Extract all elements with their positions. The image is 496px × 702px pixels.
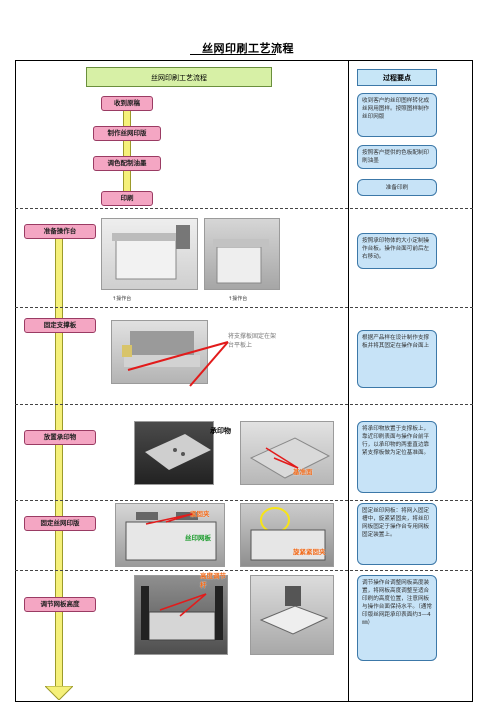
label-height-lever: 高度调节杆 [200, 572, 226, 589]
note-receive-draft: 收到客户的丝印图样转化成丝网用图样。按照图样制作丝印网版 [357, 93, 437, 137]
section-divider [15, 307, 473, 308]
process-arrow-head [45, 686, 73, 700]
note-place-substrate: 将承印物放置于支撑板上，靠近印刷表面与操作台前平行，以承印物的两垂直边靠紧支撑板… [357, 421, 437, 493]
label-screen-plate: 丝印网板 [185, 534, 211, 542]
step-fix-support: 固定支撑板 [24, 318, 96, 333]
note-prepare-print: 准备印刷 [357, 179, 437, 196]
photo-height-a [134, 575, 228, 655]
step-receive-draft: 收到原稿 [101, 96, 153, 111]
label-clamp: 紧固夹 [190, 510, 210, 518]
step-adjust-height: 调节网板高度 [24, 597, 96, 612]
step-make-screen: 制作丝网印版 [93, 126, 161, 141]
overview-arrow [123, 98, 131, 203]
photo-screen-b [240, 503, 334, 567]
title-underline [190, 54, 276, 55]
lever-arrows [159, 593, 207, 617]
page-title: 丝网印刷工艺流程 [202, 42, 294, 55]
caption-table-b-text: 操作台 [232, 296, 248, 302]
step-place-substrate: 放置承印物 [24, 430, 96, 445]
photo-height-b [250, 575, 334, 655]
note-adjust-height: 调节操作台调整网板高度装置，将网板高度调整至适合印刷的高度位置，注意网板与操作台… [357, 575, 437, 661]
step-prepare-table: 准备操作台 [24, 224, 96, 239]
photo-table-a [101, 218, 198, 290]
key-points-header: 过程要点 [357, 69, 437, 86]
section-divider [15, 404, 473, 405]
note-fix-support: 根据产品样在设计制作支撑板并将其固定在操作台面上 [357, 330, 437, 388]
photo-screen-a [115, 503, 225, 567]
step-mix-ink: 调色配制油墨 [93, 156, 161, 171]
label-datum-face: 基准面 [293, 468, 313, 476]
step-print: 印刷 [101, 191, 153, 206]
caption-table-b: ↑操作台 [228, 296, 248, 302]
caption-table-a-text: 操作台 [116, 296, 132, 302]
note-prepare-table: 按照承印物体的大小定制操作台板。操作台面可前后左右移动。 [357, 233, 437, 269]
label-tighten-clamp: 旋紧紧固夹 [293, 548, 326, 556]
process-header: 丝网印刷工艺流程 [86, 67, 272, 87]
section-divider [15, 500, 473, 501]
section-divider [15, 208, 473, 209]
callout-arrows [127, 341, 229, 387]
photo-substrate-b [240, 421, 334, 485]
column-divider [348, 60, 349, 702]
note-fix-screen: 固定丝印网板：将网入固定槽中，旋紧紧固夹，将丝印网板固定于操作台专用网板固定装置… [357, 503, 437, 565]
datum-arrows [265, 447, 299, 469]
photo-table-b [204, 218, 280, 290]
callout-support: 将支撑板固定在架台平板上 [228, 333, 277, 349]
section-divider [15, 570, 473, 571]
photo-substrate-a [134, 421, 214, 485]
process-arrow [55, 230, 63, 692]
caption-table-a: ↑操作台 [112, 296, 132, 302]
step-fix-screen: 固定丝网印版 [24, 516, 96, 531]
label-substrate: 承印物 [210, 427, 231, 435]
clamp-arrows [145, 513, 193, 525]
note-mix-ink: 按照客户提供的色板配制印刷油墨 [357, 145, 437, 169]
